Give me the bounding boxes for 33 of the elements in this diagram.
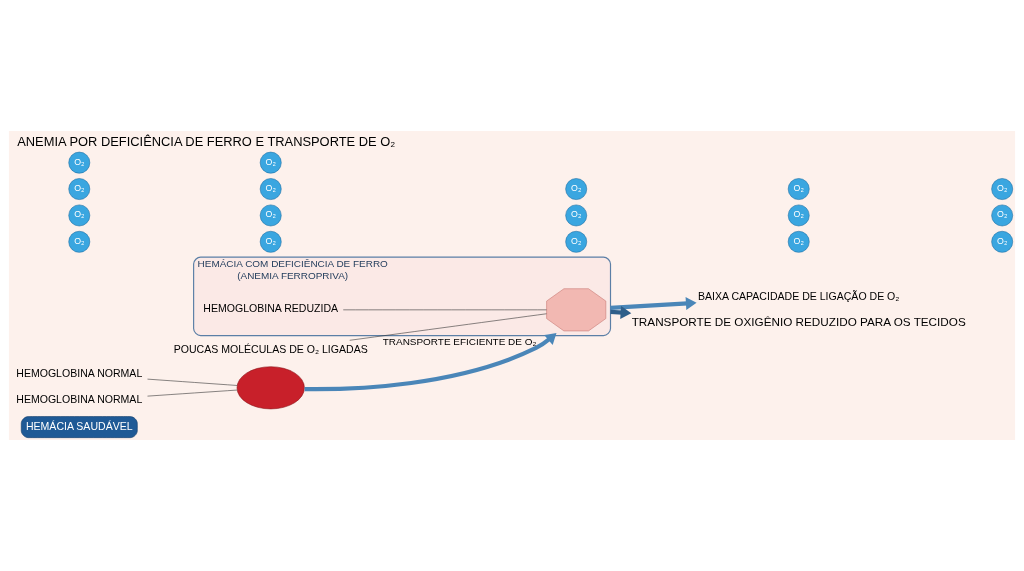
node-text: TRANSPORTE DE OXIGÊNIO REDUZIDO PARA OS TECIDOS <box>631 315 966 329</box>
label: O₂ <box>997 183 1008 194</box>
label: O₂ <box>74 209 85 220</box>
diagram-title: ANEMIA POR DEFICIÊNCIA DE FERRO E TRANSPORTE DE O₂ <box>17 134 396 150</box>
label: O₂ <box>571 235 582 246</box>
node-text: HEMOGLOBINA NORMAL <box>16 366 143 379</box>
label: O₂ <box>793 235 804 246</box>
node-text: POUCAS MOLÉCULAS DE O₂ LIGADAS <box>173 343 368 356</box>
node-box: HEMÁCIA SAUDÁVEL <box>20 416 138 438</box>
label: O₂ <box>74 235 85 246</box>
label: O₂ <box>793 183 804 194</box>
label: O₂ <box>265 235 276 246</box>
node-cloud <box>546 288 607 332</box>
connector <box>147 378 238 386</box>
connector <box>349 313 547 341</box>
label: O₂ <box>265 156 276 167</box>
label: O₂ <box>571 183 582 194</box>
label: O₂ <box>793 209 804 220</box>
connector <box>147 389 238 397</box>
label: O₂ <box>997 209 1008 220</box>
node-text: BAIXA CAPACIDADE DE LIGAÇÃO DE O₂ <box>698 289 900 302</box>
label: O₂ <box>997 235 1008 246</box>
arrow <box>610 296 697 310</box>
label: O₂ <box>74 156 85 167</box>
label: O₂ <box>571 209 582 220</box>
label: O₂ <box>74 183 85 194</box>
edge-label: TRANSPORTE EFICIENTE DE O₂ <box>382 335 537 347</box>
label: O₂ <box>265 183 276 194</box>
node-text: HEMOGLOBINA NORMAL <box>16 393 143 406</box>
node-text: HEMOGLOBINA REDUZIDA <box>203 302 339 315</box>
arrow <box>304 333 557 392</box>
label: O₂ <box>265 209 276 220</box>
node-circle <box>236 366 305 410</box>
